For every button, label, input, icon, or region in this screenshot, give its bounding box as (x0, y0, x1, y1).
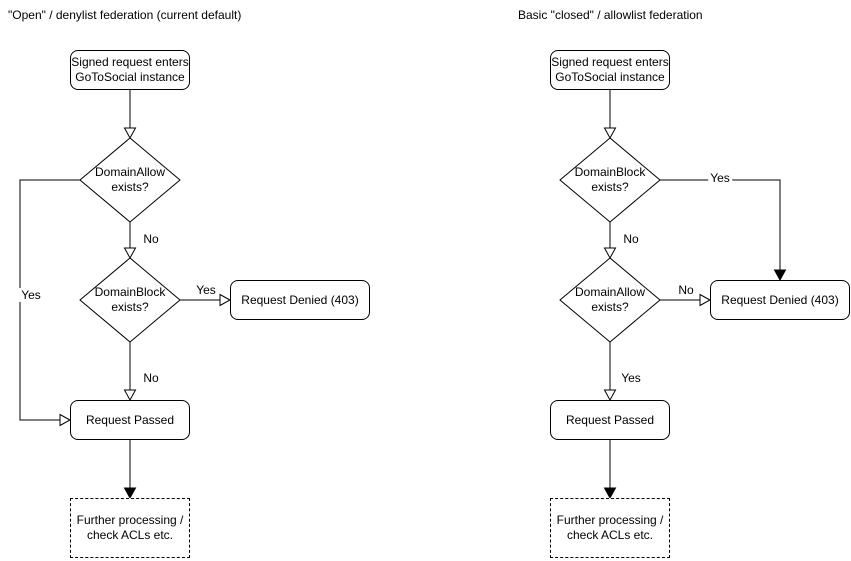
right-edge-entry-to-block (603, 90, 617, 140)
left-chart-title: "Open" / denylist federation (current de… (8, 8, 242, 22)
decision-label: DomainAllow exists? (574, 285, 646, 314)
left-edge-passed-to-further (123, 440, 137, 500)
edge-label-no: No (621, 232, 641, 246)
right-passed-node: Request Passed (550, 400, 670, 440)
left-edge-allow-yes-to-passed (19, 179, 80, 427)
right-decision-domainallow: DomainAllow exists? (558, 256, 662, 344)
diamond-shape (79, 257, 181, 343)
right-denied-node: Request Denied (403) (710, 280, 850, 320)
left-edge-block-no-to-passed (123, 342, 137, 402)
right-further-processing-node: Further processing / check ACLs etc. (550, 498, 670, 558)
right-edge-block-yes-to-denied (660, 179, 787, 282)
left-edge-allow-no-to-block (123, 222, 137, 260)
edge-label-no: No (141, 232, 161, 246)
left-entry-node: Signed request enters GoToSocial instanc… (70, 50, 190, 90)
edge-label-no: No (676, 283, 696, 297)
edge-label-no: No (141, 371, 161, 385)
left-further-processing-node: Further processing / check ACLs etc. (70, 498, 190, 558)
edge-label-yes: Yes (619, 371, 643, 385)
left-edge-block-yes-to-denied (180, 293, 232, 307)
right-edge-allow-no-to-denied (660, 293, 712, 307)
right-chart-title: Basic "closed" / allowlist federation (518, 8, 703, 22)
edge-label-yes: Yes (19, 288, 43, 302)
right-edge-block-no-to-allow (603, 222, 617, 260)
edge-label-yes: Yes (194, 283, 218, 297)
edge-label-yes: Yes (708, 171, 732, 185)
decision-label: DomainBlock exists? (574, 165, 646, 194)
left-decision-domainblock: DomainBlock exists? (78, 256, 182, 344)
left-denied-node: Request Denied (403) (230, 280, 370, 320)
decision-label: DomainBlock exists? (94, 285, 166, 314)
diamond-shape (559, 257, 661, 343)
decision-label: DomainAllow exists? (94, 165, 166, 194)
diamond-shape (79, 137, 181, 223)
left-edge-entry-to-allow (123, 90, 137, 140)
right-edge-allow-yes-to-passed (603, 342, 617, 402)
right-entry-node: Signed request enters GoToSocial instanc… (550, 50, 670, 90)
left-decision-domainallow: DomainAllow exists? (78, 136, 182, 224)
right-edge-passed-to-further (603, 440, 617, 500)
left-passed-node: Request Passed (70, 400, 190, 440)
right-decision-domainblock: DomainBlock exists? (558, 136, 662, 224)
diamond-shape (559, 137, 661, 223)
